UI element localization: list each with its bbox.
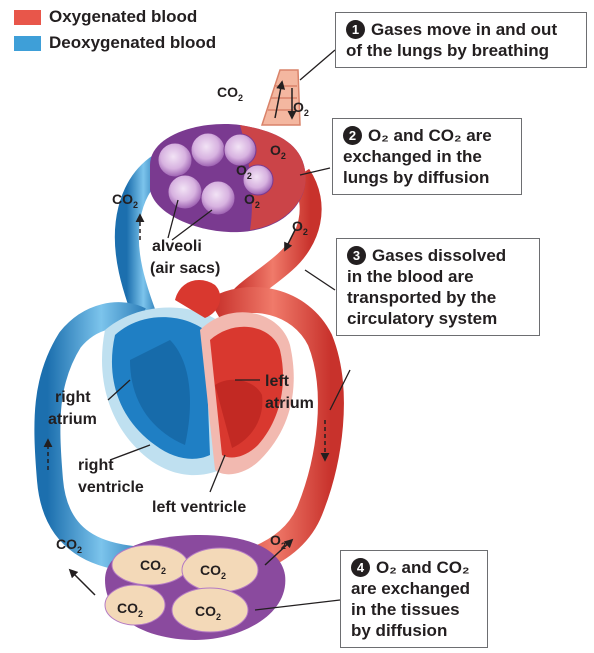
step-3-line-4: circulatory system — [347, 308, 531, 329]
step-4-line-3: in the tissues — [351, 599, 479, 620]
o2-lung-label-1: O2 — [270, 142, 286, 161]
step-3-line-3: transported by the — [347, 287, 531, 308]
step-1-line-2: of the lungs by breathing — [346, 40, 578, 61]
right-ventricle-label-1: right — [78, 456, 114, 476]
co2-lung-label: CO2 — [112, 191, 138, 210]
air-sacs-label: (air sacs) — [150, 259, 220, 279]
right-ventricle-label-2: ventricle — [78, 478, 144, 498]
step-3-number: 3 — [347, 246, 366, 265]
step-2-number: 2 — [343, 126, 362, 145]
step-1-number: 1 — [346, 20, 365, 39]
step-2-callout: 2 O₂ and CO₂ are exchanged in the lungs b… — [332, 118, 522, 195]
step-4-callout: 4 O₂ and CO₂ are exchanged in the tissues… — [340, 550, 488, 648]
step-3-line-2: in the blood are — [347, 266, 531, 287]
left-atrium-label-1: left — [265, 372, 289, 392]
co2-tissue-label-2: CO2 — [200, 562, 226, 581]
co2-tissue-out-label: CO2 — [56, 536, 82, 555]
tissue-capillary-bed — [105, 535, 285, 640]
co2-tissue-label-1: CO2 — [140, 557, 166, 576]
left-atrium-label-2: atrium — [265, 394, 314, 414]
co2-breathing-label: CO2 — [217, 84, 243, 103]
legend-oxygenated-label: Oxygenated blood — [49, 7, 197, 27]
step-2-line-2: exchanged in the — [343, 146, 513, 167]
legend-deoxygenated-label: Deoxygenated blood — [49, 33, 216, 53]
o2-lung-label-3: O2 — [244, 191, 260, 210]
step-4-line-4: by diffusion — [351, 620, 479, 641]
step-3-callout: 3 Gases dissolved in the blood are transp… — [336, 238, 540, 336]
legend-oxygenated: Oxygenated blood — [14, 7, 197, 27]
step-3-line-1: Gases dissolved — [372, 246, 506, 265]
alveoli-label: alveoli — [152, 237, 202, 257]
co2-tissue-label-4: CO2 — [195, 603, 221, 622]
step-4-number: 4 — [351, 558, 370, 577]
o2-breathing-label: O2 — [293, 99, 309, 118]
left-ventricle-label: left ventricle — [152, 498, 246, 518]
deoxygenated-swatch — [14, 36, 41, 51]
step-1-callout: 1 Gases move in and out of the lungs by b… — [335, 12, 587, 68]
o2-tissue-label: O2 — [270, 532, 286, 551]
step-2-line-3: lungs by diffusion — [343, 167, 513, 188]
right-atrium-label-1: right — [55, 388, 91, 408]
step-4-line-2: are exchanged — [351, 578, 479, 599]
legend-deoxygenated: Deoxygenated blood — [14, 33, 216, 53]
o2-lung-label-2: O2 — [236, 162, 252, 181]
o2-vessel-label: O2 — [292, 218, 308, 237]
oxygenated-swatch — [14, 10, 41, 25]
step-1-line-1: Gases move in and out — [371, 20, 557, 39]
step-2-line-1: O₂ and CO₂ are — [368, 126, 492, 145]
right-atrium-label-2: atrium — [48, 410, 97, 430]
co2-tissue-label-3: CO2 — [117, 600, 143, 619]
step-4-line-1: O₂ and CO₂ — [376, 558, 470, 577]
